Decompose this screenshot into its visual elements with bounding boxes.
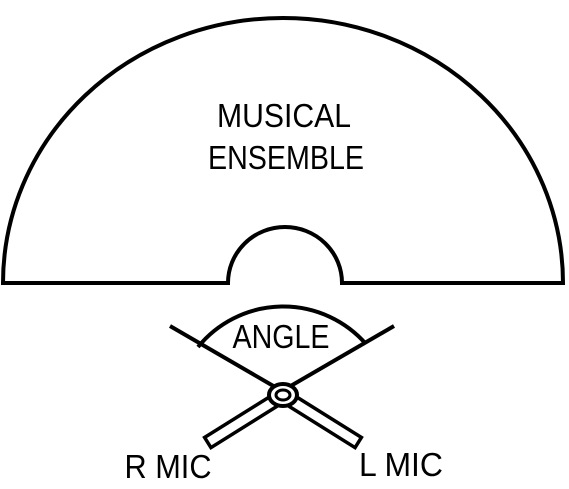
left-mic-axis-line: [280, 324, 396, 393]
mic-capsules: [267, 382, 299, 408]
angle-arc: [196, 304, 368, 349]
right-mic-label: R MIC: [125, 448, 212, 485]
right-mic-axis-line: [168, 324, 284, 393]
ensemble-stage-outline: [0, 16, 566, 285]
capsule-inner: [274, 388, 292, 402]
angle-label: ANGLE: [233, 318, 330, 355]
ensemble-label-line1: MUSICAL: [217, 97, 351, 134]
left-mic-label: L MIC: [359, 446, 443, 483]
ensemble-label-line2: ENSEMBLE: [208, 139, 364, 176]
